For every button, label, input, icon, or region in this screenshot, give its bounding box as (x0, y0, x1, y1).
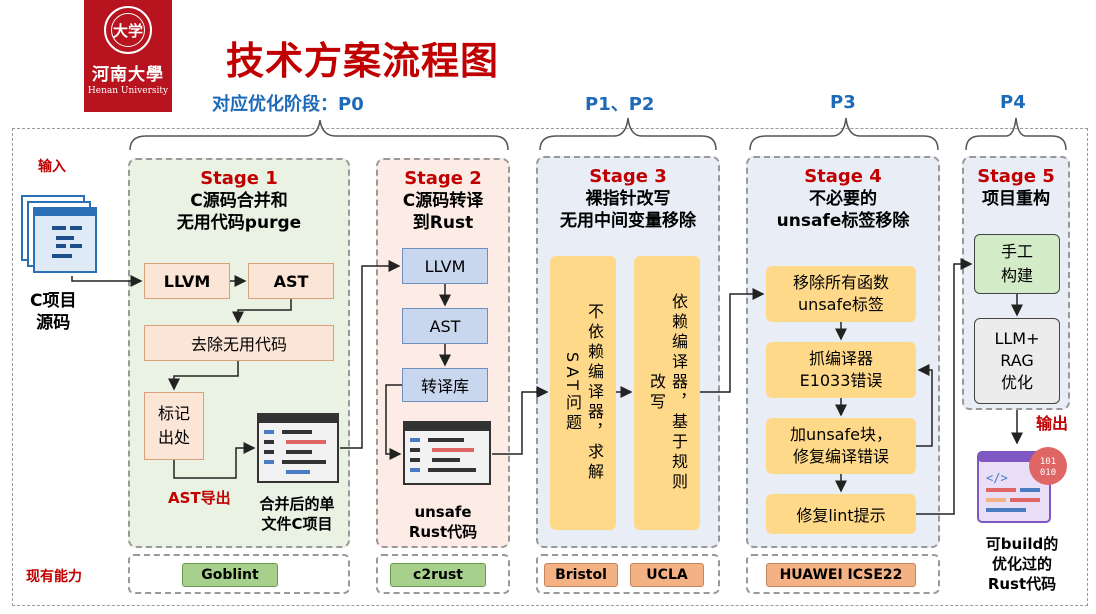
university-logo: 大学 河南大學 Henan University (84, 0, 172, 112)
unsafe-rust-label: unsafe Rust代码 (376, 502, 510, 542)
page-title: 技术方案流程图 (226, 39, 500, 83)
huawei-icse22-badge: HUAWEI ICSE22 (766, 563, 916, 587)
unsafe-rust-line2: Rust代码 (408, 523, 478, 541)
phase-p4-label: P4 (1000, 92, 1026, 113)
stage4-tool-panel (746, 554, 940, 594)
phase-p0-label: 对应优化阶段：P0 (212, 94, 364, 115)
stage1-llvm-box: LLVM (144, 263, 230, 299)
output-line1: 可build的 (985, 535, 1059, 553)
arrow-mark-to-merged (173, 442, 256, 479)
stage5-line1: 项目重构 (982, 189, 1050, 209)
phase-p1-p2-label: P1、P2 (585, 94, 655, 115)
arrow-remove-to-mark (168, 361, 239, 391)
stage2-tool-panel (376, 554, 510, 594)
stage4-label: Stage 4 (804, 166, 882, 187)
stage5-manual-build-box: 手工 构建 (974, 234, 1060, 294)
stage3-sat-text: 不依赖编译器，求解SAT问题 (563, 303, 604, 483)
stage1-label: Stage 1 (200, 168, 278, 189)
source-files-icon (21, 195, 97, 273)
stage1-remove-box: 去除无用代码 (144, 325, 334, 361)
seal-icon: 大学 (104, 6, 152, 54)
arrow-s2-lib-to-output (385, 384, 402, 460)
bracket-p0 (129, 119, 509, 151)
unsafe-rust-icon (403, 421, 491, 485)
logo-english-name: Henan University (87, 86, 169, 96)
arrow-ast-to-remove (232, 299, 292, 324)
stage4-fix-lint-box: 修复lint提示 (766, 494, 916, 534)
input-source-label: C项目 源码 (30, 290, 76, 334)
stage5-llm-rag-box: LLM+ RAG 优化 (974, 318, 1060, 404)
binary-text-1: 101 (1040, 457, 1056, 467)
stage3-rule-text: 依赖编译器，基于规则改写 (647, 293, 688, 493)
logo-chinese-name: 河南大學 (92, 65, 164, 85)
stage3-title: Stage 3 裸指针改写 无用中间变量移除 (536, 166, 720, 232)
arrow-stage4-to-stage5 (916, 258, 973, 515)
stage2-label: Stage 2 (404, 168, 482, 189)
stage4-title: Stage 4 不必要的 unsafe标签移除 (746, 166, 940, 232)
output-line2: 优化过的 (991, 555, 1052, 573)
merged-file-line2: 文件C项目 (261, 515, 333, 533)
input-source-line1: C项目 (30, 291, 77, 311)
goblint-badge: Goblint (182, 563, 278, 587)
stage3-line2: 无用中间变量移除 (560, 211, 696, 231)
stage2-lib-box: 转译库 (402, 368, 488, 402)
stage3-tool-panel (536, 554, 720, 594)
diagram-frame (12, 128, 1088, 606)
bracket-p1-p2 (539, 117, 717, 151)
bracket-p3 (749, 117, 939, 151)
stage4-line1: 不必要的 (809, 189, 877, 209)
output-label-block: 可build的 优化过的 Rust代码 (968, 534, 1076, 594)
arrow-merged-to-stage2 (340, 260, 401, 449)
input-label: 输入 (38, 159, 66, 175)
stage1-ast-box: AST (248, 263, 334, 299)
arrow-stage2-to-stage3 (492, 386, 549, 455)
merged-file-label: 合并后的单 文件C项目 (244, 494, 350, 534)
ast-export-label: AST导出 (168, 489, 231, 507)
input-source-line2: 源码 (36, 313, 71, 333)
stage1-line1: C源码合并和 (190, 191, 288, 211)
stage1-tool-panel (128, 554, 350, 594)
svg-text:</>: </> (986, 471, 1008, 485)
output-line3: Rust代码 (987, 575, 1057, 593)
stage4-line2: unsafe标签移除 (776, 211, 910, 231)
phase-p3-label: P3 (830, 92, 856, 113)
stage3-rule-box: 依赖编译器，基于规则改写 (634, 256, 700, 530)
stage5-label: Stage 5 (977, 166, 1055, 187)
stage1-mark-box: 标记出处 (144, 392, 204, 460)
ucla-badge: UCLA (630, 563, 704, 587)
stage4-remove-unsafe-box: 移除所有函数 unsafe标签 (766, 266, 916, 322)
stage5-title: Stage 5 项目重构 (962, 166, 1070, 210)
stage4-catch-error-box: 抓编译器 E1033错误 (766, 342, 916, 398)
stage2-title: Stage 2 C源码转译 到Rust (376, 168, 510, 234)
stage4-add-unsafe-box: 加unsafe块， 修复编译错误 (766, 418, 916, 474)
stage1-title: Stage 1 C源码合并和 无用代码purge (128, 168, 350, 234)
stage2-line1: C源码转译 (402, 191, 484, 211)
arrow-stage3-to-stage4 (700, 288, 765, 393)
output-code-icon: </> 101 010 (977, 447, 1067, 523)
stage2-line2: 到Rust (412, 213, 474, 233)
bracket-p4 (965, 117, 1067, 151)
binary-text-2: 010 (1040, 468, 1056, 478)
arrow-s4-loop-back (916, 364, 933, 447)
stage2-llvm-box: LLVM (402, 248, 488, 284)
stage3-label: Stage 3 (589, 166, 667, 187)
bristol-badge: Bristol (544, 563, 618, 587)
unsafe-rust-line1: unsafe (414, 503, 472, 521)
merged-file-icon (257, 413, 339, 483)
c2rust-badge: c2rust (390, 563, 486, 587)
capability-label: 现有能力 (26, 569, 82, 585)
stage3-sat-box: 不依赖编译器，求解SAT问题 (550, 256, 616, 530)
output-label: 输出 (1036, 414, 1069, 433)
merged-file-line1: 合并后的单 (259, 495, 335, 513)
stage1-line2: 无用代码purge (176, 213, 302, 233)
stage3-line1: 裸指针改写 (585, 189, 671, 209)
stage2-ast-box: AST (402, 308, 488, 344)
arrow-input-to-llvm (71, 275, 143, 287)
